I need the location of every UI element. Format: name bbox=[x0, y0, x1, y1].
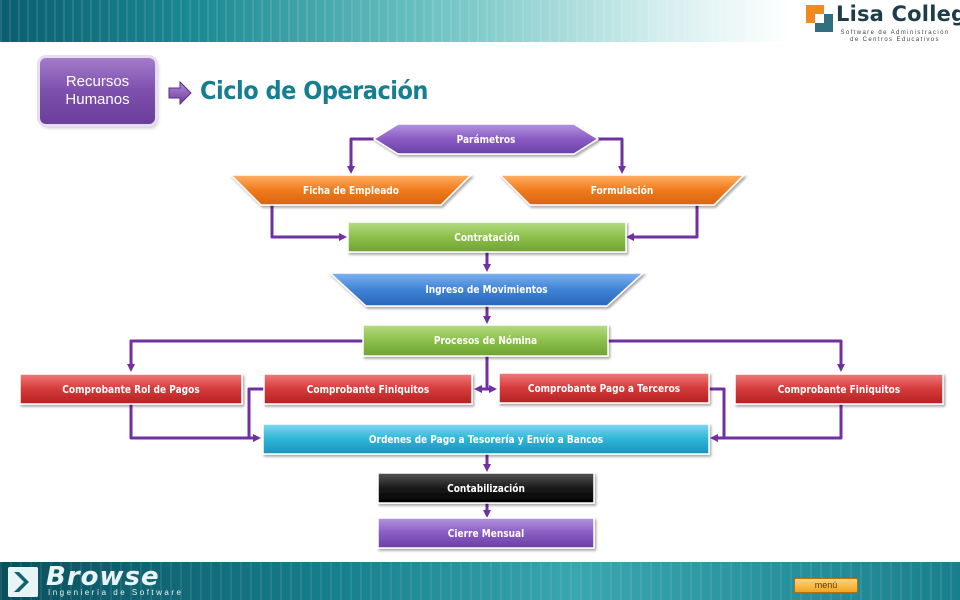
logo-mark-icon bbox=[806, 5, 834, 33]
browse-logo: Browse Ingeniería de Software bbox=[8, 562, 198, 598]
label-comprobante-finiquitos-2: Comprobante Finiquitos bbox=[777, 382, 901, 396]
label-comprobante-finiquitos-1: Comprobante Finiquitos bbox=[306, 382, 430, 396]
label-contabilizacion: Contabilización bbox=[447, 481, 525, 495]
lisa-college-logo: Lisa College Software de Administración … bbox=[806, 2, 960, 46]
logo-tagline: Software de Administración de Centros Ed… bbox=[840, 30, 950, 43]
connector-finiquitos-2-ordenes bbox=[710, 404, 843, 442]
section-button-recursos-humanos[interactable]: Recursos Humanos bbox=[40, 58, 155, 124]
label-ingreso-movimientos: Ingreso de Movimientos bbox=[425, 283, 548, 296]
label-ficha-empleado: Ficha de Empleado bbox=[303, 183, 399, 197]
header-banner bbox=[0, 0, 790, 42]
section-button-label: Recursos Humanos bbox=[65, 73, 130, 108]
label-parametros: Parámetros bbox=[456, 132, 516, 146]
label-ordenes-pago: Ordenes de Pago a Tesorería y Envío a Ba… bbox=[368, 432, 604, 446]
label-procesos-nomina: Procesos de Nómina bbox=[433, 334, 538, 347]
connector-parametros-ficha bbox=[347, 137, 374, 174]
label-comprobante-pago-terceros: Comprobante Pago a Terceros bbox=[527, 381, 681, 395]
menu-button[interactable]: menú bbox=[794, 578, 858, 593]
connector-finiquitos-1-ordenes bbox=[247, 387, 264, 440]
connector-formulacion-contratacion bbox=[626, 205, 699, 241]
connector-terceros-ordenes bbox=[709, 387, 726, 440]
label-comprobante-rol-pagos: Comprobante Rol de Pagos bbox=[62, 382, 200, 396]
connector-ficha-contratacion bbox=[270, 205, 347, 241]
label-cierre-mensual: Cierre Mensual bbox=[447, 526, 525, 540]
connector-procesos-rol bbox=[127, 339, 363, 372]
title-arrow-icon bbox=[168, 80, 192, 106]
browse-tagline: Ingeniería de Software bbox=[48, 588, 184, 597]
logo-name: Lisa College bbox=[836, 2, 960, 26]
page-title: Ciclo de Operación bbox=[200, 76, 428, 105]
label-formulacion: Formulación bbox=[590, 183, 654, 197]
label-contratacion: Contratación bbox=[454, 230, 520, 244]
browse-name: Browse bbox=[46, 562, 160, 592]
connector-parametros-formulacion bbox=[598, 137, 626, 174]
connector-procesos-finiquitos-2 bbox=[608, 339, 845, 372]
connector-rol-ordenes bbox=[129, 404, 261, 442]
browse-mark-icon bbox=[8, 567, 38, 597]
